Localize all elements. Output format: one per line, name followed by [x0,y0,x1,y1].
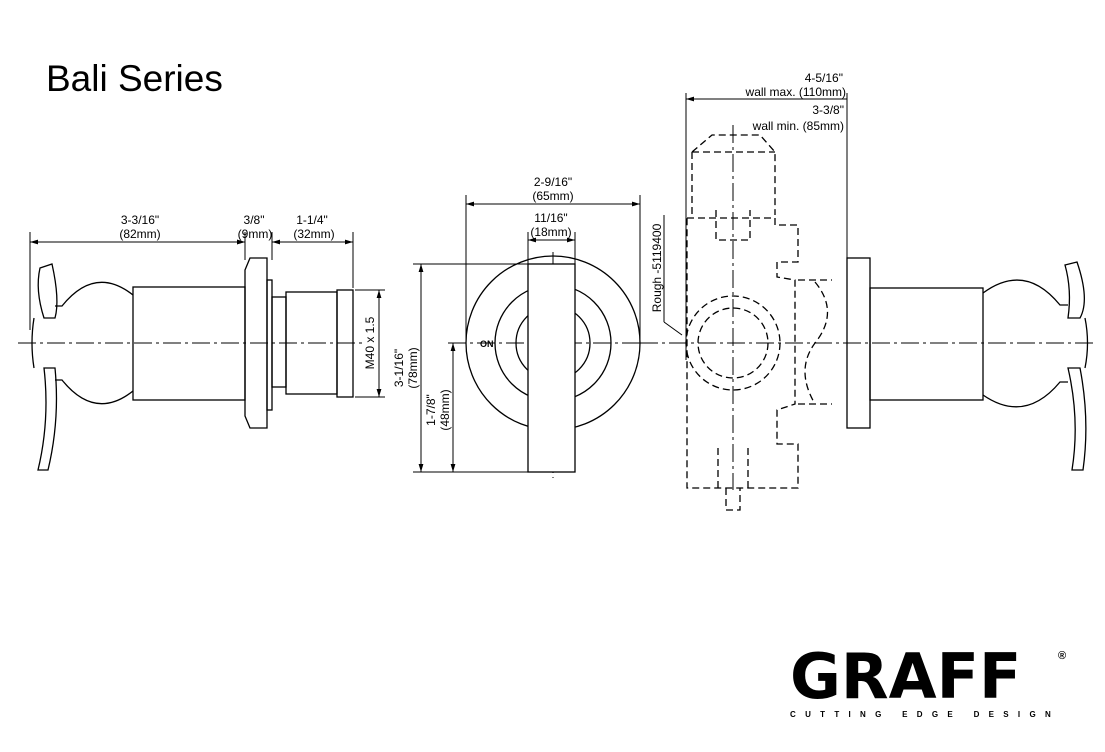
installed-view: 4-5/16" wall max. (110mm) 3-3/8" wall mi… [640,71,1095,511]
registered-mark: ® [1058,650,1067,662]
handle-lever-top [37,263,58,319]
on-label: ON [480,339,494,349]
thread-ring [336,289,354,398]
wall-max-inch: 4-5/16" [805,71,843,85]
rough-valve-body [686,217,799,489]
dim-78mm-mm: (78mm) [406,347,420,388]
dim-32mm-mm: (32mm) [293,227,334,241]
dim-65mm-inch: 2-9/16" [534,175,572,189]
dim-78mm-inch: 3-1/16" [392,349,406,387]
dim-18mm-mm: (18mm) [530,225,571,239]
dim-18mm-inch: 11/16" [534,211,567,225]
flange [244,257,268,429]
rough-valve-label: Rough -5119400 [650,223,664,312]
lever-front [527,263,576,473]
rough-valve-top [691,134,776,215]
dim-9mm-mm: (9mm) [238,227,273,241]
logo-wordmark: GRAFF [790,640,1022,713]
dim-82mm-mm: (82mm) [119,227,160,241]
dim-32mm-inch: 1-1/4" [296,213,328,227]
graff-logo: GRAFF ® CUTTING EDGE DESIGN [790,640,1090,720]
page-title: Bali Series [46,58,223,99]
dim-65mm-mm: (65mm) [532,189,573,203]
dim-48mm-mm: (48mm) [438,389,452,430]
dim-82mm-inch: 3-3/16" [121,213,159,227]
logo-tagline: CUTTING EDGE DESIGN [790,710,1061,719]
handle-lever-bottom [37,367,58,471]
wall-min-label: wall min. (85mm) [752,119,844,133]
dim-9mm-inch: 3/8" [244,213,265,227]
wall-max-label: wall max. (110mm) [745,85,846,99]
wall-min-inch: 3-3/8" [812,103,844,117]
thread-spec: M40 x 1.5 [363,316,377,369]
side-view: 3-3/16" (82mm) 3/8" (9mm) 1-1/4" (32mm) … [18,213,385,471]
front-view: 2-9/16" (65mm) 11/16" (18mm) 3-1/16" (78… [392,175,645,478]
dim-48mm-inch: 1-7/8" [424,394,438,426]
